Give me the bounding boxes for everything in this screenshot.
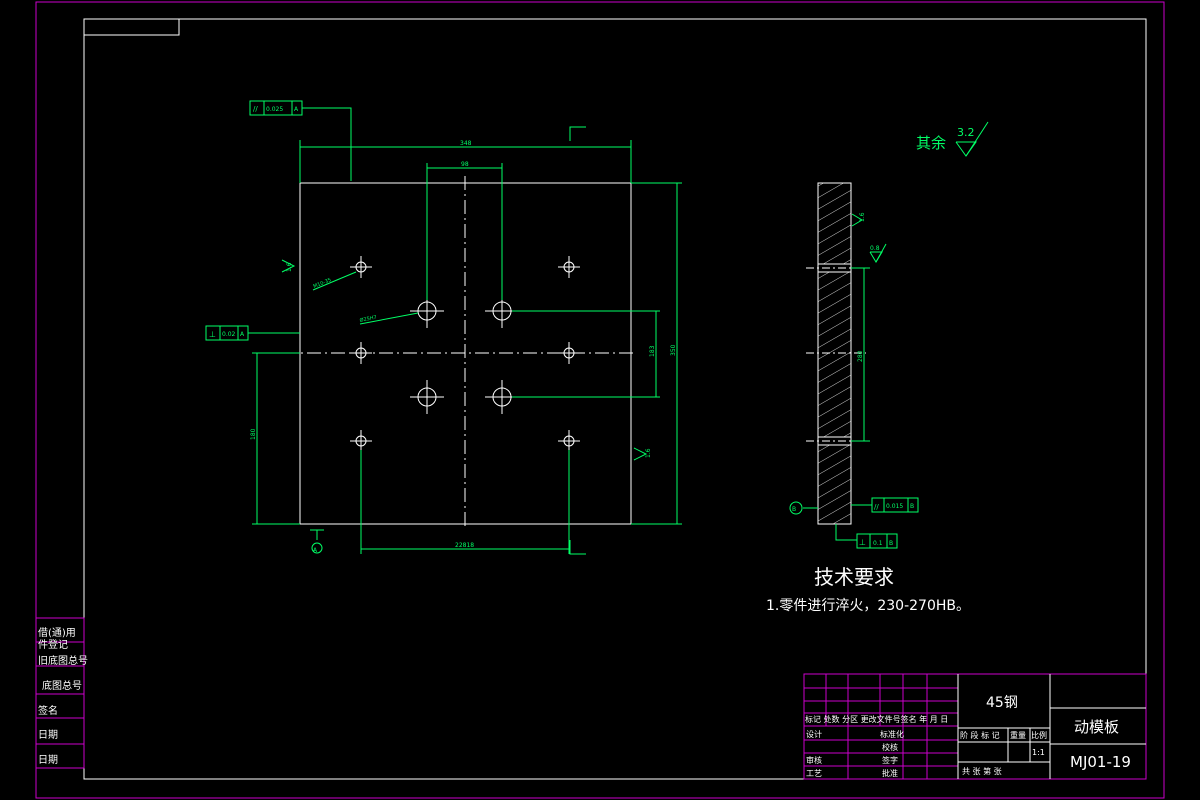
part-name: 动模板	[1074, 718, 1119, 736]
roughness-prefix: 其余	[916, 134, 946, 152]
sidebar-cell-3: 旧底图总号	[38, 654, 88, 667]
front-dimension-text: 348 98 350 183 180 22818 A M10-35 Ø25H7	[250, 140, 677, 554]
side-rough-mid: 0.8	[870, 245, 880, 252]
dim-right-inner: 183	[649, 345, 656, 357]
datum-b-circle-label: B	[792, 506, 796, 513]
side-rough-left: 1.6	[286, 262, 293, 272]
side-rough-right: 1.6	[645, 448, 652, 458]
side-parallel-frame: // 0.015 B	[871, 497, 919, 513]
sidebar-cell-5: 签名	[38, 704, 58, 717]
scale-value: 1:1	[1032, 748, 1045, 757]
roughness-value: 3.2	[957, 126, 975, 139]
drawing-frame	[35, 1, 1165, 799]
sheets-label: 共 张 第 张	[962, 766, 1002, 776]
hole-note-large: Ø25H7	[359, 314, 377, 324]
sidebar-cell-2: 件登记	[38, 638, 68, 651]
svg-text:B: B	[889, 540, 893, 547]
small-holes	[350, 256, 580, 452]
surface-roughness-note: 其余 3.2	[916, 121, 989, 157]
svg-text:⊥: ⊥	[859, 538, 866, 547]
dim-left-height: 180	[250, 428, 257, 440]
svg-text://: //	[253, 105, 258, 113]
front-dimensions	[248, 107, 682, 555]
standard-label: 标准化	[880, 729, 904, 739]
side-rough-top: 1.6	[859, 212, 866, 222]
scale-label: 比例	[1031, 730, 1047, 740]
check-label: 校核	[882, 742, 898, 752]
material-label: 45钢	[986, 695, 1018, 711]
sidebar-cell-6: 日期	[38, 729, 58, 741]
side-dimensions	[789, 213, 887, 541]
stage-header: 阶 段 标 记	[960, 730, 1000, 740]
sidebar-cell-1: 借(通)用	[38, 627, 76, 639]
svg-text:A: A	[294, 106, 299, 113]
drawing-number: MJ01-19	[1070, 753, 1131, 771]
side-perp-frame: ⊥ 0.1 B	[856, 533, 898, 549]
sign-label: 签字	[882, 755, 898, 765]
datum-a-label: A	[313, 547, 318, 554]
sidebar-cell-7: 日期	[38, 754, 58, 766]
side-height: 280	[857, 350, 864, 362]
parallel-tol-value: 0.025	[266, 106, 283, 113]
sidebar-cell-4: 底图总号	[42, 679, 82, 692]
dim-center-width: 98	[461, 161, 469, 168]
weight-label: 重量	[1010, 730, 1026, 740]
svg-text:B: B	[910, 503, 914, 510]
perp-tol-value: 0.02	[222, 331, 236, 338]
perpendicular-tolerance-frame: ⊥ 0.02 A	[205, 325, 249, 341]
approve-label: 批准	[882, 768, 898, 778]
review-label: 审核	[806, 755, 822, 765]
revision-sidebar: 借(通)用 件登记 旧底图总号 底图总号 签名 日期 日期	[35, 617, 88, 769]
svg-text:A: A	[240, 331, 245, 338]
front-view	[283, 176, 634, 530]
tech-title: 技术要求	[814, 565, 894, 589]
side-parallel-value: 0.015	[886, 503, 903, 510]
dim-height-right: 350	[670, 344, 677, 356]
svg-text://: //	[874, 503, 879, 511]
title-block: 45钢 动模板 MJ01-19 标记 处数 分区 更改文件号签名 年 月 日 设…	[803, 673, 1147, 780]
technical-requirements: 技术要求 1.零件进行淬火，230-270HB。	[766, 565, 970, 614]
svg-text:⊥: ⊥	[209, 330, 216, 339]
revision-row-header: 标记 处数 分区 更改文件号签名 年 月 日	[805, 714, 948, 724]
side-perp-value: 0.1	[873, 540, 883, 547]
dim-width-top: 348	[460, 140, 472, 147]
side-section-view	[806, 182, 866, 525]
design-label: 设计	[806, 729, 822, 739]
tech-item-1: 1.零件进行淬火，230-270HB。	[766, 598, 970, 614]
hole-note-small: M10-35	[313, 277, 333, 290]
parallel-tolerance-frame: // 0.025 A	[249, 100, 303, 116]
dim-bottom: 22818	[455, 542, 474, 549]
process-label: 工艺	[806, 769, 822, 778]
side-dimension-text: 1.6 0.8 1.6 1.6 280 B	[286, 212, 880, 513]
